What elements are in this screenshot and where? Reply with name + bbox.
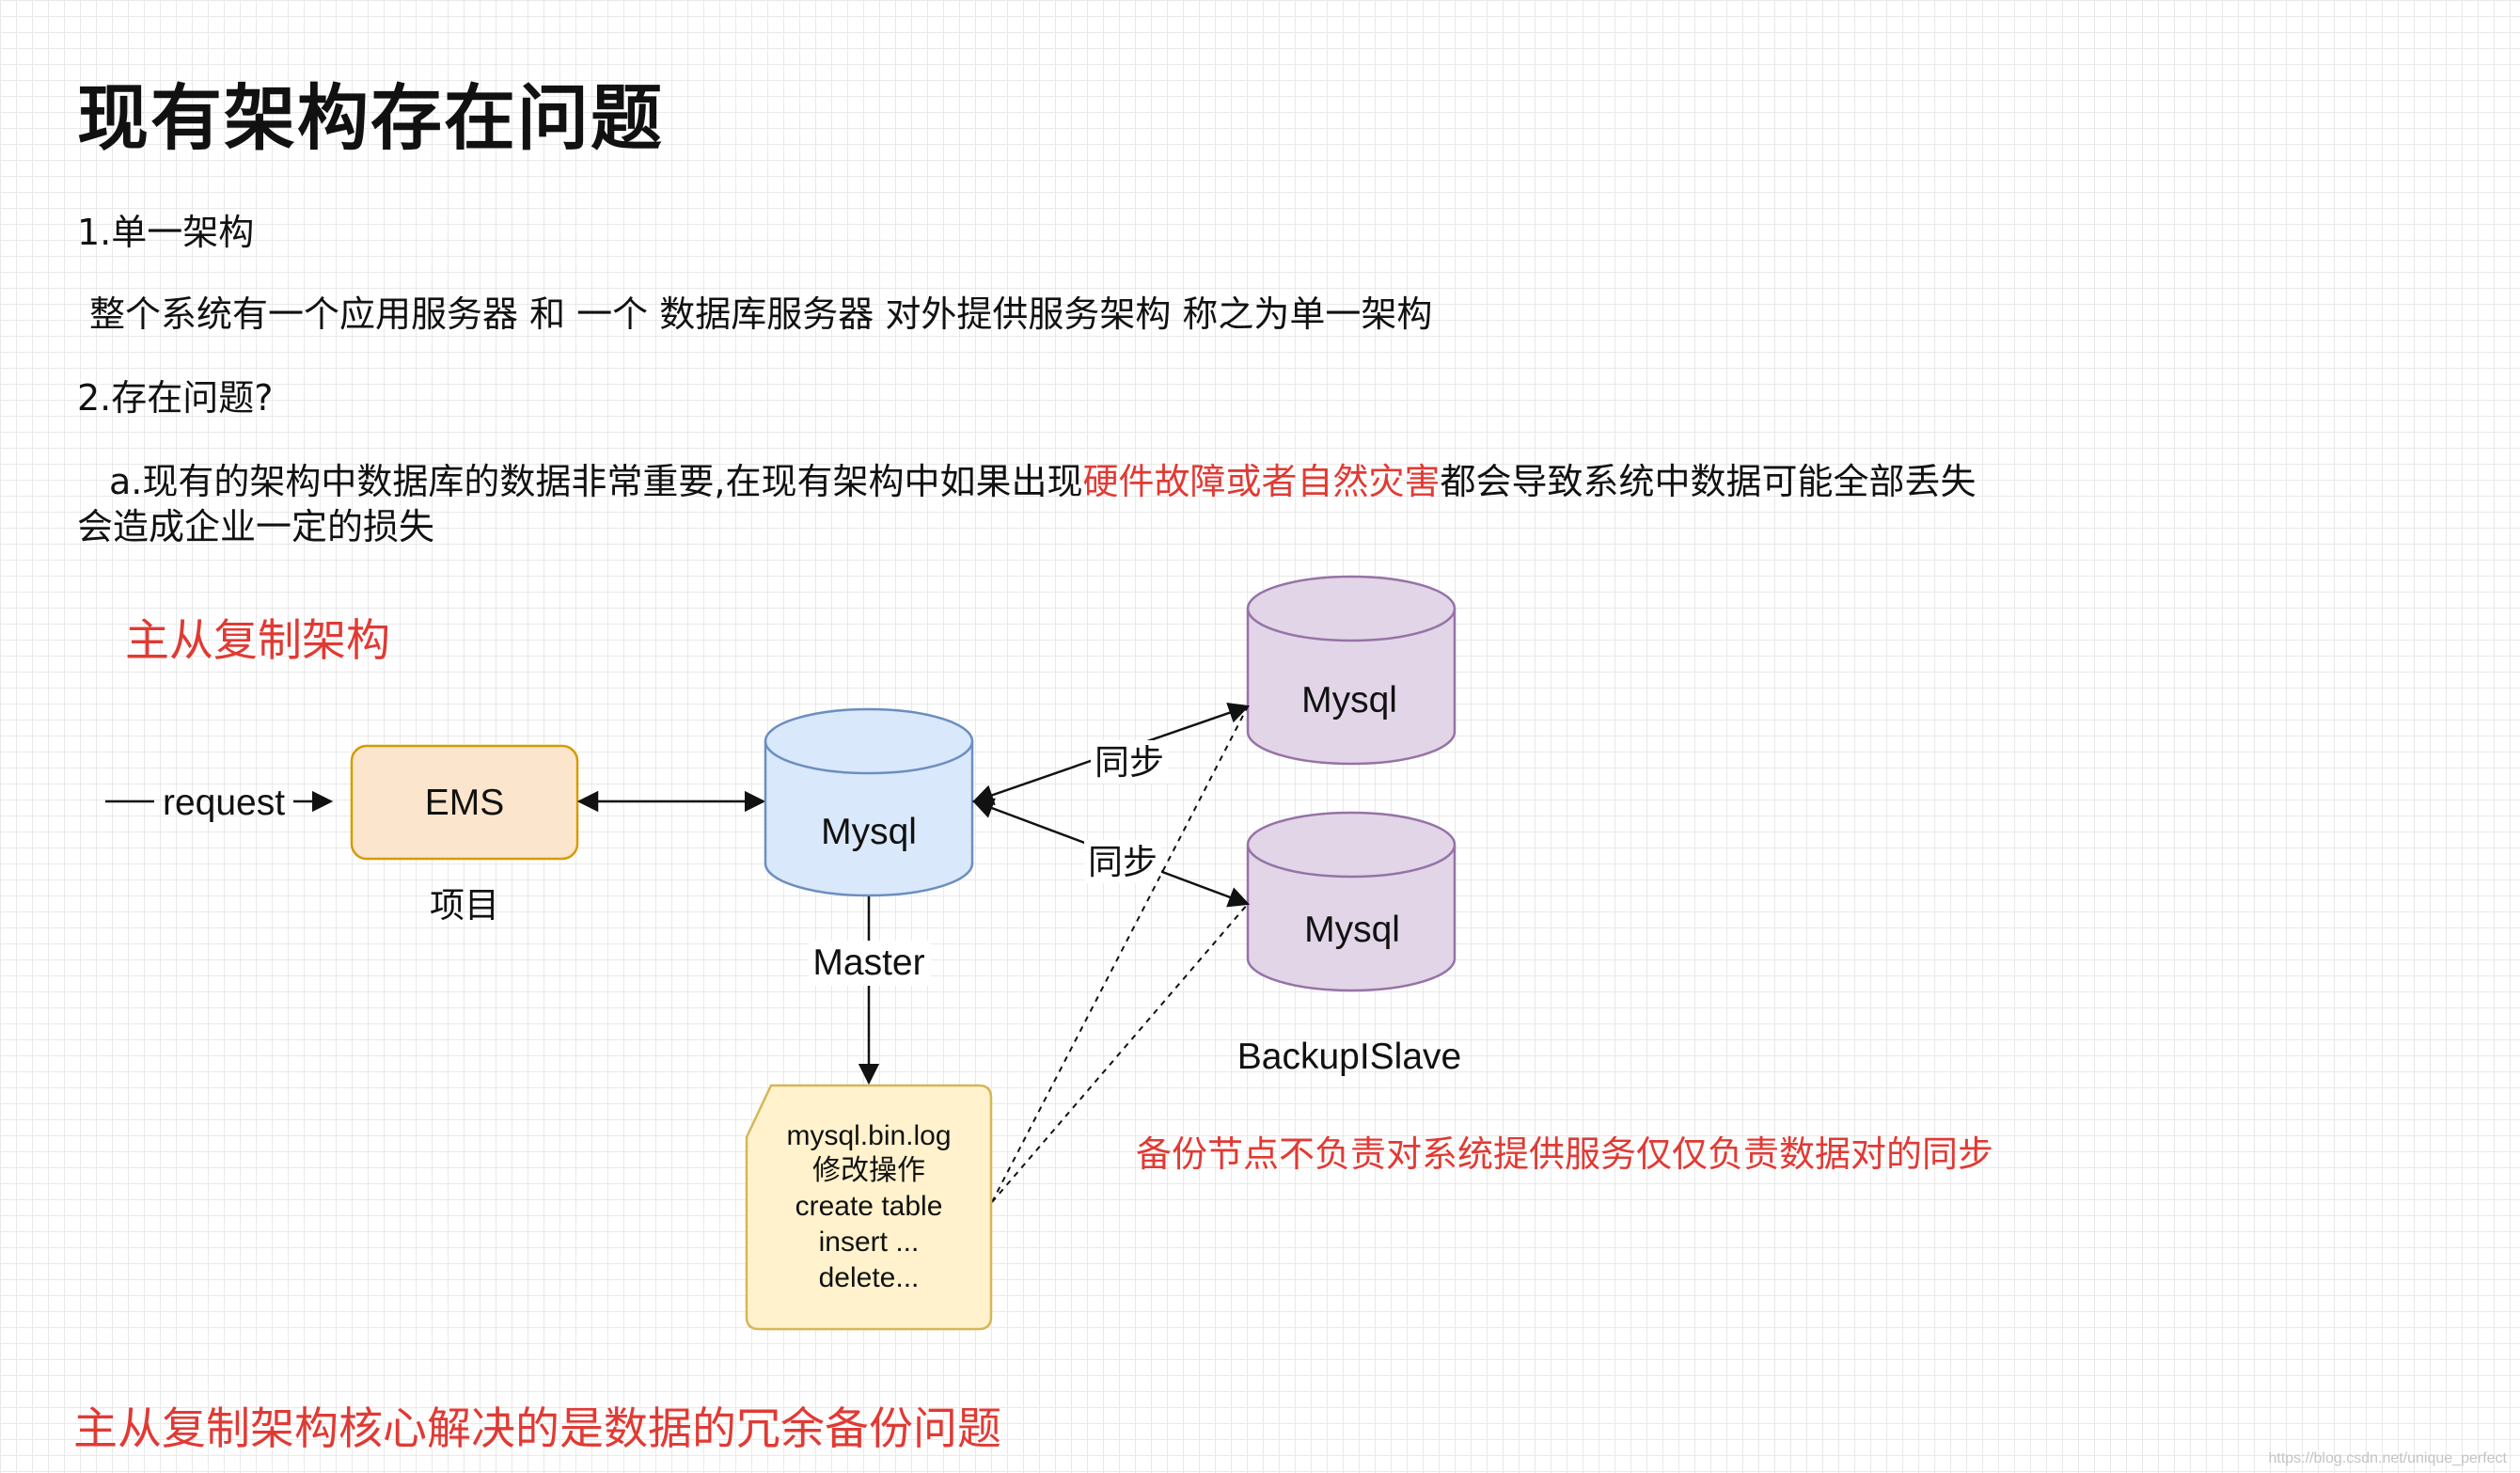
sync-label-2-bg xyxy=(1084,840,1161,883)
log-note-line-4: insert ... xyxy=(819,1227,920,1258)
backup-note: 备份节点不负责对系统提供服务仅仅负责数据对的同步 xyxy=(1136,1133,1994,1175)
section2-body-line2: 会造成企业一定的损失 xyxy=(77,506,435,547)
slave2-db-cylinder xyxy=(1246,811,1457,992)
slave-caption: BackupISlave xyxy=(1237,1037,1461,1077)
section1-heading: 1.单一架构 xyxy=(77,212,255,253)
slave1-db-cylinder xyxy=(1246,575,1457,766)
page-title: 现有架构存在问题 xyxy=(77,76,664,160)
diagram-heading: 主从复制架构 xyxy=(125,615,390,667)
dashed-link-1 xyxy=(991,705,1249,1203)
log-note-line-2: 修改操作 xyxy=(812,1154,925,1187)
section2-body-before: a.现有的架构中数据库的数据非常重要,在现有架构中如果出现 xyxy=(109,461,1083,502)
master-db-cylinder xyxy=(764,707,974,897)
section2-body-after: 都会导致系统中数据可能全部丢失 xyxy=(1440,461,1977,502)
log-note-line-5: delete... xyxy=(819,1262,920,1293)
conclusion: 主从复制架构核心解决的是数据的冗余备份问题 xyxy=(73,1403,1001,1455)
watermark: https://blog.csdn.net/unique_perfect xyxy=(2268,1450,2507,1466)
master-db-label: Mysql xyxy=(821,812,917,852)
section1-body: 整个系统有一个应用服务器 和 一个 数据库服务器 对外提供服务架构 称之为单一架… xyxy=(89,293,1433,335)
master-caption-bg xyxy=(809,941,931,986)
sync-label-1: 同步 xyxy=(1095,742,1164,783)
sync-label-1-bg xyxy=(1091,740,1168,784)
slave1-db-label: Mysql xyxy=(1301,680,1397,721)
log-note-card xyxy=(745,1084,993,1331)
log-note-line-3: create table xyxy=(795,1191,943,1222)
master-caption: Master xyxy=(812,942,924,983)
section2-body: a.现有的架构中数据库的数据非常重要,在现有架构中如果出现硬件故障或者自然灾害都… xyxy=(109,452,1976,504)
ems-caption: 项目 xyxy=(430,885,499,926)
ems-label: EMS xyxy=(425,783,505,823)
section2-highlight: 硬件故障或者自然灾害 xyxy=(1082,461,1441,502)
section2-heading: 2.存在问题? xyxy=(77,377,274,419)
dashed-link-2 xyxy=(991,903,1249,1203)
request-label: request xyxy=(163,783,285,823)
log-note-line-1: mysql.bin.log xyxy=(786,1120,951,1151)
slave2-db-label: Mysql xyxy=(1304,910,1400,950)
sync-label-2: 同步 xyxy=(1088,842,1158,882)
